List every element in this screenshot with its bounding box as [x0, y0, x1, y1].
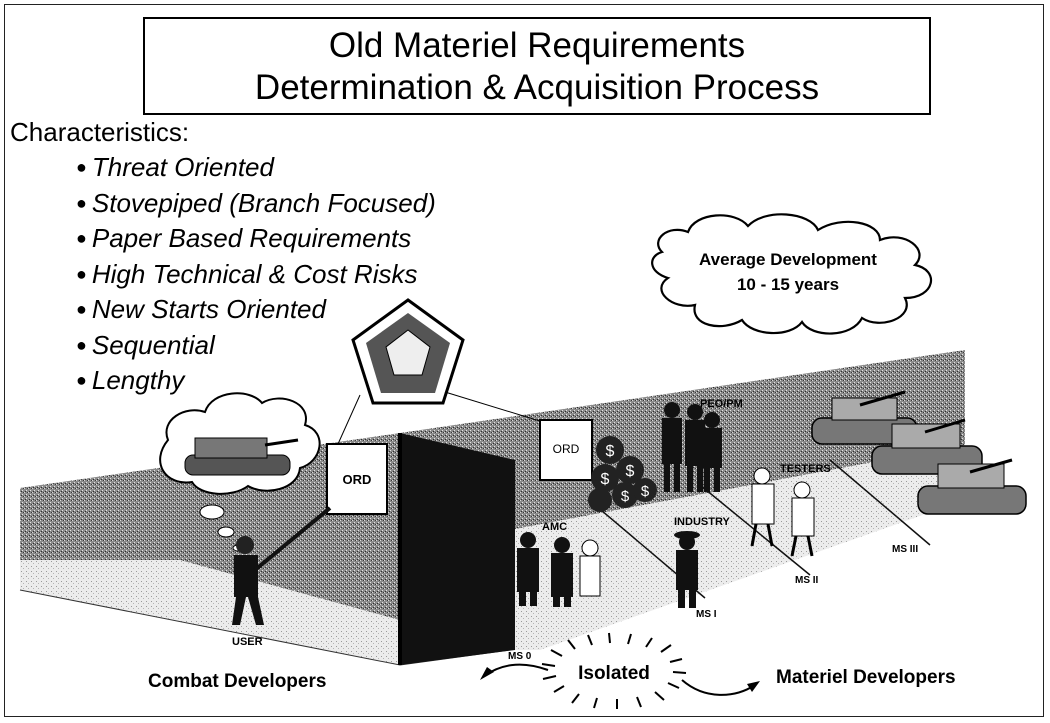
- characteristic-item: ●Stovepiped (Branch Focused): [76, 187, 436, 218]
- arrow-right-icon: [681, 679, 756, 696]
- bullet-icon: ●: [76, 299, 87, 319]
- isolated-burst-icon: [541, 632, 687, 709]
- tanks-icon: [811, 390, 1027, 515]
- characteristic-item: ●New Starts Oriented: [76, 294, 326, 324]
- bullet-icon: ●: [76, 263, 87, 284]
- ord-left-label: ORD: [343, 472, 372, 487]
- bullet-icon: ●: [76, 228, 87, 248]
- ord-document-right: [539, 419, 593, 481]
- characteristic-item: ●High Technical & Cost Risks: [76, 258, 418, 289]
- svg-text:$: $: [606, 443, 615, 460]
- bullet-icon: ●: [76, 157, 87, 177]
- industry-label: INDUSTRY: [674, 516, 730, 528]
- isolated-label: Isolated: [578, 663, 650, 684]
- svg-text:$: $: [601, 471, 610, 488]
- ord-right-label: ORD: [553, 442, 580, 456]
- amc-label: AMC: [542, 521, 567, 533]
- characteristics-list: ●Threat Oriented ●Stovepiped (Branch Foc…: [76, 150, 436, 399]
- industry-figure-icon: [674, 531, 700, 608]
- cloud-line-1: Average Development: [699, 250, 877, 269]
- peo-pm-figures-icon: [662, 402, 722, 492]
- pentagon-building-icon: [351, 298, 465, 405]
- tank-icon: [184, 437, 299, 476]
- ord-document-left: [326, 443, 388, 515]
- characteristics-label: Characteristics:: [10, 117, 190, 147]
- ms-0-label: MS 0: [508, 651, 532, 662]
- cloud-line-2: 10 - 15 years: [737, 275, 839, 294]
- arrow-left-icon: [483, 663, 549, 677]
- svg-text:$: $: [641, 483, 650, 500]
- bullet-icon: ●: [76, 370, 87, 390]
- slide-frame: [4, 4, 1044, 717]
- testers-figures-icon: [750, 467, 815, 557]
- title-line-1: Old Materiel Requirements: [328, 26, 746, 65]
- characteristic-item: ●Lengthy: [76, 365, 185, 395]
- user-label: USER: [232, 636, 263, 648]
- left-floor: [20, 560, 510, 665]
- svg-text:$: $: [626, 463, 635, 480]
- peo-pm-label: PEO/PM: [700, 398, 743, 410]
- svg-text:$: $: [621, 488, 630, 505]
- ms-3-label: MS III: [892, 544, 918, 555]
- title-box: Old Materiel Requirements Determination …: [143, 17, 931, 115]
- back-wall: [400, 350, 965, 548]
- right-floor: [510, 445, 965, 650]
- amc-figures-icon: [517, 532, 601, 607]
- characteristic-item: ●Paper Based Requirements: [76, 223, 412, 253]
- ms-2-label: MS II: [795, 575, 819, 586]
- materiel-developers-label: Materiel Developers: [776, 667, 956, 688]
- thought-cloud-icon: [159, 392, 321, 552]
- characteristic-item: ●Threat Oriented: [76, 152, 274, 182]
- testers-label: TESTERS: [780, 463, 831, 475]
- user-soldier-icon: [232, 506, 332, 625]
- characteristic-item: ●Sequential: [76, 329, 215, 360]
- partition-wall: [400, 433, 515, 665]
- ms-1-label: MS I: [696, 609, 717, 620]
- title-line-2: Determination & Acquisition Process: [254, 68, 820, 107]
- bullet-icon: ●: [76, 334, 87, 355]
- average-development-cloud-icon: [651, 213, 933, 335]
- money-bags-icon: $ $ $ $ $: [588, 436, 657, 512]
- bullet-icon: ●: [76, 192, 87, 213]
- combat-developers-label: Combat Developers: [148, 671, 326, 692]
